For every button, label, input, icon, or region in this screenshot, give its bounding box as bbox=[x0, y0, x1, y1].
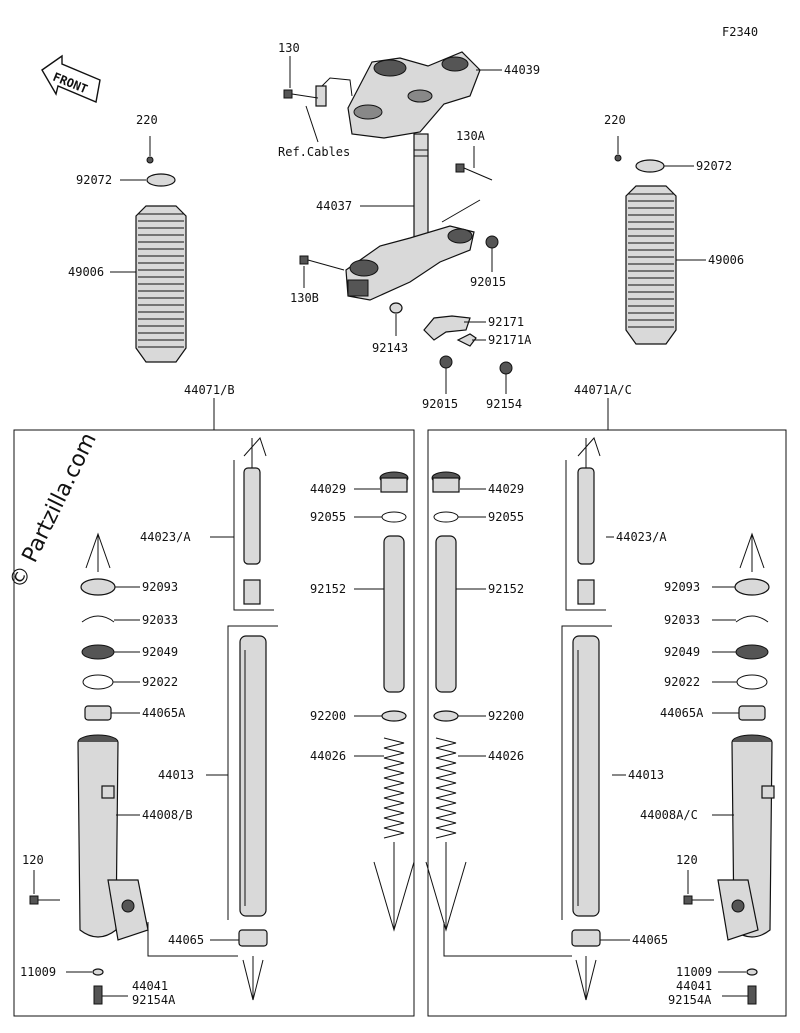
label-l44013: 44013 bbox=[158, 768, 194, 782]
label-130B: 130B bbox=[290, 291, 319, 305]
label-l92093: 92093 bbox=[664, 580, 700, 594]
label-l44065: 44065 bbox=[632, 933, 668, 947]
label-l44029: 44029 bbox=[488, 482, 524, 496]
label-92015-bottom: 92015 bbox=[422, 397, 458, 411]
label-l92152: 92152 bbox=[310, 582, 346, 596]
label-44037: 44037 bbox=[316, 199, 352, 213]
label-l92033: 92033 bbox=[142, 613, 178, 627]
label-44071B: 44071/B bbox=[184, 383, 235, 397]
label-49006-right: 49006 bbox=[708, 253, 744, 267]
label-l44023: 44023/A bbox=[140, 530, 191, 544]
steering-stem bbox=[345, 133, 475, 301]
label-130: 130 bbox=[278, 41, 300, 55]
label-l44023: 44023/A bbox=[616, 530, 667, 544]
label-220-left: 220 bbox=[136, 113, 158, 127]
label-l120: 120 bbox=[22, 853, 44, 867]
label-l44026: 44026 bbox=[310, 749, 346, 763]
left-fork-frame bbox=[13, 429, 415, 1017]
label-l92022: 92022 bbox=[664, 675, 700, 689]
label-l44041: 44041 bbox=[676, 979, 712, 993]
bolt-130A bbox=[455, 163, 493, 181]
label-l92055: 92055 bbox=[488, 510, 524, 524]
label-92171: 92171 bbox=[488, 315, 524, 329]
label-l11009: 11009 bbox=[676, 965, 712, 979]
label-l44029: 44029 bbox=[310, 482, 346, 496]
fork-left-parts: 44029 92055 92152 92200 44026 44023/A 44013 440… bbox=[20, 437, 415, 1007]
label-49006-left: 49006 bbox=[68, 265, 104, 279]
label-l44041: 44041 bbox=[132, 979, 168, 993]
label-l44008: 44008A/C bbox=[640, 808, 698, 822]
boot-left-49006 bbox=[135, 173, 187, 363]
label-l92154A: 92154A bbox=[668, 993, 712, 1007]
label-l44065: 44065 bbox=[168, 933, 204, 947]
label-l44065A: 44065A bbox=[142, 706, 186, 720]
label-44071AC: 44071A/C bbox=[574, 383, 632, 397]
nut-92015 bbox=[485, 235, 499, 249]
label-92015-top: 92015 bbox=[470, 275, 506, 289]
watermark: © Partzilla.com bbox=[5, 429, 102, 593]
fork-right-parts: 44029 92055 92152 92200 44026 44023/A 44013 440… bbox=[425, 437, 775, 1007]
label-92072-left: 92072 bbox=[76, 173, 112, 187]
label-220-right: 220 bbox=[604, 113, 626, 127]
washer-92143 bbox=[389, 302, 403, 314]
clamp-92171 bbox=[423, 315, 471, 341]
label-l92055: 92055 bbox=[310, 510, 346, 524]
label-92143: 92143 bbox=[372, 341, 408, 355]
label-l92200: 92200 bbox=[310, 709, 346, 723]
label-l92152: 92152 bbox=[488, 582, 524, 596]
label-l92154A: 92154A bbox=[132, 993, 176, 1007]
label-l11009: 11009 bbox=[20, 965, 56, 979]
label-l92200: 92200 bbox=[488, 709, 524, 723]
label-l92093: 92093 bbox=[142, 580, 178, 594]
bolt-92154 bbox=[499, 361, 513, 375]
figure-code: F2340 bbox=[722, 25, 758, 39]
label-92154: 92154 bbox=[486, 397, 522, 411]
front-arrow-icon: FRONT bbox=[41, 54, 101, 103]
label-92171A: 92171A bbox=[488, 333, 532, 347]
bolt-130B bbox=[299, 255, 345, 271]
label-l92049: 92049 bbox=[664, 645, 700, 659]
label-l44008: 44008/B bbox=[142, 808, 193, 822]
label-l92033: 92033 bbox=[664, 613, 700, 627]
nut-92015-lower bbox=[439, 355, 453, 369]
label-l120: 120 bbox=[676, 853, 698, 867]
boot-right-49006 bbox=[625, 159, 677, 345]
label-l44065A: 44065A bbox=[660, 706, 704, 720]
clamp-92171A bbox=[456, 333, 477, 347]
label-92072-right: 92072 bbox=[696, 159, 732, 173]
upper-bracket bbox=[347, 51, 481, 139]
label-l92049: 92049 bbox=[142, 645, 178, 659]
label-l44013: 44013 bbox=[628, 768, 664, 782]
label-44039: 44039 bbox=[504, 63, 540, 77]
label-ref-cables: Ref.Cables bbox=[278, 145, 350, 159]
right-fork-frame bbox=[427, 429, 787, 1017]
bolt-130 bbox=[283, 89, 319, 99]
label-l92022: 92022 bbox=[142, 675, 178, 689]
label-l44026: 44026 bbox=[488, 749, 524, 763]
label-130A: 130A bbox=[456, 129, 486, 143]
